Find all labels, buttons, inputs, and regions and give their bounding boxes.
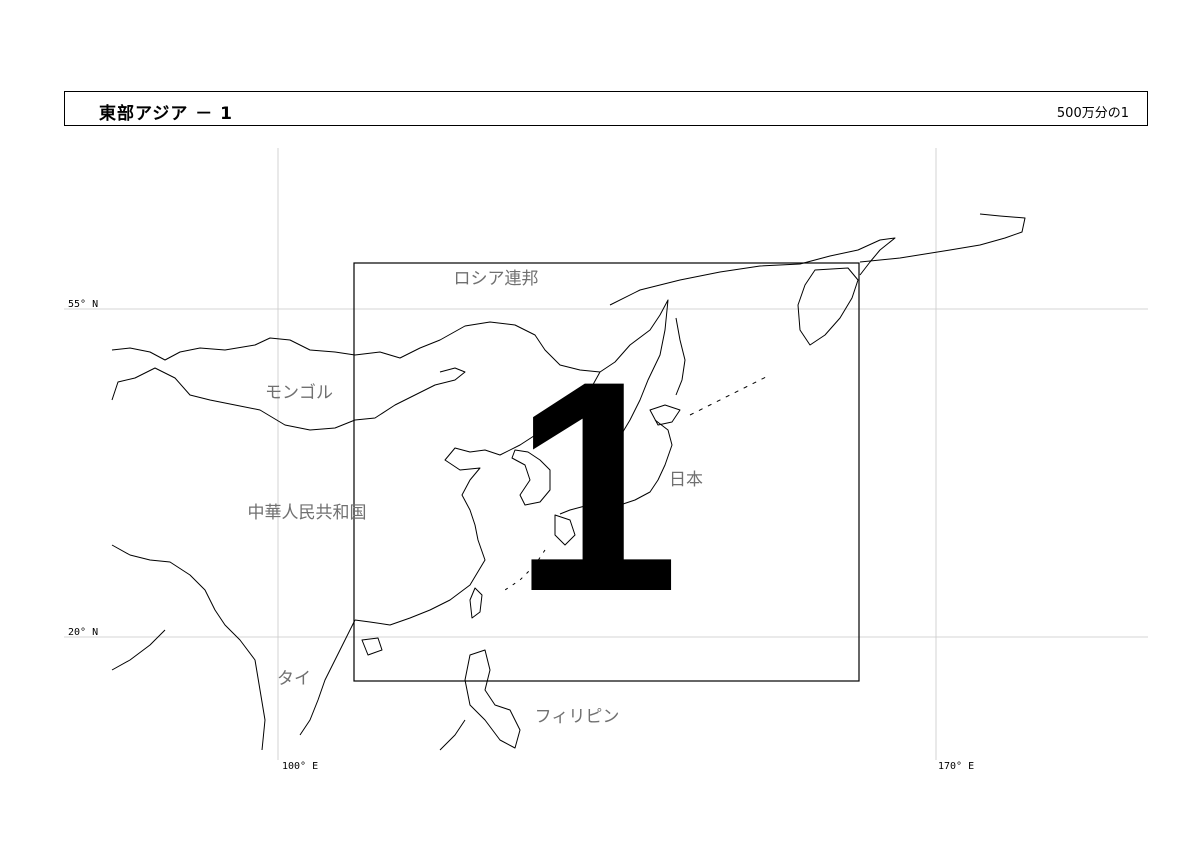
vietnam-coast [299,619,356,736]
taiwan [469,587,483,619]
sakhalin [675,317,686,396]
lat-label-20n: 20° N [68,627,98,638]
okhotsk-coast [609,237,896,306]
hainan [361,637,383,656]
palawan [439,719,466,751]
lon-label-170e: 170° E [938,761,974,772]
korea-peninsula [511,449,551,506]
myanmar-coast [111,544,266,751]
map-title: 東部アジア － 1 [99,104,233,124]
sheet-frame [353,262,860,682]
label-japan: 日本 [669,470,703,490]
label-mongolia: モンゴル [265,382,333,403]
map-scale: 500万分の1 [1056,106,1129,121]
kamchatka [797,267,859,346]
label-thailand: タイ [277,669,311,689]
label-russia: ロシア連邦 [454,269,539,289]
russia-far-east-coast [599,299,669,441]
label-philippines: フィリピン [535,707,620,727]
lon-label-100e: 100° E [282,761,318,772]
map-title-bar: 東部アジア － 1 500万分の1 [64,91,1148,126]
hokkaido [649,404,681,426]
lat-label-55n: 55° N [68,299,98,310]
russia-mongolia-china-border [111,321,601,373]
ryukyu-islands [504,549,546,591]
mongolia-south-border [111,367,466,431]
graticule-labels: 55° N 20° N 100° E 170° E [68,299,974,772]
kuril-islands [689,375,769,416]
coastlines [111,213,1026,751]
country-labels: ロシア連邦 モンゴル 中華人民共和国 日本 タイ フィリピン [248,269,704,727]
china-coastline [354,371,601,626]
bangladesh-coast [111,629,166,671]
kyushu [554,514,576,546]
honshu [559,419,673,515]
chukotka-coast [859,213,1026,263]
label-china: 中華人民共和国 [248,503,367,523]
graticule [64,148,1148,760]
philippines [464,649,521,749]
sheet-number: 1 [513,318,680,654]
